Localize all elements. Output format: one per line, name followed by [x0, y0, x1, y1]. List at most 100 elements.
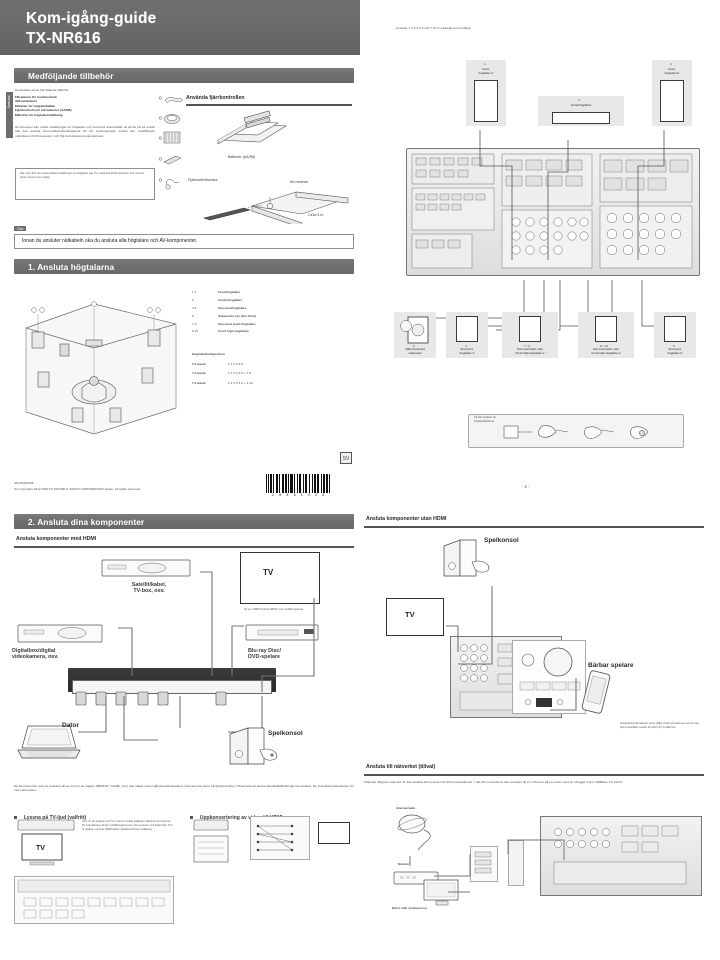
subwoofer-illustration — [400, 316, 430, 344]
legend-marks: 7 8 — [192, 321, 197, 326]
sub-b-header: Uppkonvertering av video till HDMI — [190, 806, 283, 824]
center-speaker-mark: 3 — [578, 98, 580, 102]
accessories-list: FM-antenn för inomhusbruk AM-ramantenn E… — [15, 95, 157, 117]
speaker-diagram-top-note: Ansluter 1 2 3 4 5 6 och 7 för 5.1-kanal… — [396, 26, 472, 30]
sub-a-note: Obs: Är du ansluten av TV:n med en vanli… — [82, 820, 174, 831]
section-accessories-title: Medföljande tillbehör — [28, 70, 114, 81]
satellite-box-illustration — [100, 556, 192, 580]
legend-marks: 6 — [192, 313, 194, 318]
internet-cloud-illustration — [392, 812, 452, 852]
legend-label: Centerhögtalare — [218, 297, 243, 302]
tv-label-nohdmi: TV — [405, 610, 415, 619]
remote-battery-illustration — [200, 110, 310, 152]
satellite-label: Satellit/kabel, TV-box, osv. — [131, 582, 167, 594]
config-value: 1 2 3 4 5 6 — [228, 362, 243, 366]
surround-back-left-mark: 7 / 9 — [524, 344, 531, 348]
svg-text:TV: TV — [36, 845, 45, 852]
pc-illustration — [16, 722, 82, 762]
legend-marks: 1 2 — [192, 290, 197, 294]
accessories-note-text: När man utför den automatiska inställnin… — [20, 172, 145, 179]
surround-back-right-mark: 8 / 10 — [600, 344, 608, 348]
portable-player-label: Bärbar spelare — [588, 662, 634, 669]
title-line-1: Kom-igång-guide — [26, 10, 157, 27]
config-name: 7.1-kanal — [192, 380, 206, 385]
pc-label: Dator — [62, 722, 79, 729]
remote-receiver-caption: AV-receiver — [290, 180, 309, 184]
surround-left-speaker — [456, 316, 478, 342]
center-speaker-label: Centerhögtalare — [570, 104, 592, 107]
prenote-flag: Obs — [14, 226, 27, 231]
section-step1-bar: 1. Ansluta högtalarna — [14, 259, 354, 274]
accessory-item: AM-ramantenn — [15, 99, 38, 104]
console-illustration-nohdmi — [440, 538, 500, 580]
section-step1-title: 1. Ansluta högtalarna — [28, 261, 115, 272]
portable-player-illustration — [580, 670, 612, 716]
surround-back-right-speaker — [595, 316, 617, 342]
accessories-intro: Kontrollera att du har följande tillbehö… — [15, 88, 70, 92]
portable-player-note: Inkopplarkombinationer varas (bilist vis… — [620, 722, 699, 729]
bluray-label: Blu-ray Disc/ DVD-spelare — [248, 648, 281, 660]
bluray-illustration — [244, 622, 320, 644]
sub-b-illustration — [190, 818, 246, 868]
hdmi-heading-rule — [14, 546, 354, 548]
front-right-speaker-label: Front- högtalare H — [664, 68, 680, 75]
network-heading-rule — [364, 774, 704, 776]
digitalbox-illustration — [16, 622, 104, 646]
doc-copyright: (C) Copyright 2012 ONKYO SOUND & VISION … — [14, 487, 142, 491]
console-label-nohdmi: Spelkonsol — [484, 537, 519, 544]
step1-legend: 1 2 Fronthögtalare 3 Centerhögtalare 4 5… — [192, 290, 354, 337]
config-name: 7.1-kanal — [192, 371, 206, 376]
prenote-box — [14, 234, 354, 249]
sub-a-panel-art — [16, 878, 172, 927]
network-receiver-panel-art — [542, 818, 700, 899]
front-left-speaker-label: Front- högtalare V — [478, 68, 494, 75]
modem-label: Modem — [398, 862, 409, 866]
sub-b-panel-art — [252, 818, 308, 863]
sub-b-panel — [250, 816, 310, 860]
prenote-text: Innan du ansluter nätkabeln ska du anslu… — [22, 238, 198, 244]
sub-a-title: Lyssna på TV-ljud (valfritt) — [23, 815, 87, 821]
config-value: 1 2 3 4 5 6 + 7 8 — [228, 371, 251, 376]
surround-back-left-label: Surround back- eller Front high-högtalar… — [515, 348, 545, 355]
network-heading: Ansluta till nätverket (tillval) — [366, 764, 436, 770]
barcode-digits: 2 8 4 6 1 0 2 8 — [272, 493, 327, 497]
surround-right-mark: 5 — [673, 344, 675, 348]
receiver-front-panel-art — [514, 642, 584, 717]
bullet-square-icon — [14, 816, 18, 820]
doc-code: SN-29461028 — [14, 481, 34, 485]
hdmi-plugs — [64, 690, 284, 710]
surround-left-mark: 4 — [465, 344, 467, 348]
remote-range-caption: Cirka 5 m — [308, 213, 324, 217]
network-pc-label: Dator eller medieserver — [392, 906, 428, 910]
network-body: Följande diagram visar hur du kan anslut… — [364, 780, 624, 784]
legend-label: Surroundhögtalare — [218, 305, 247, 310]
accessories-note-box — [15, 168, 155, 200]
section-step2-title: 2. Ansluta dina komponenter — [28, 516, 145, 527]
front-left-speaker-mark: 1 — [484, 62, 486, 66]
legend-marks: 3 — [192, 297, 194, 302]
router-ports — [472, 850, 496, 885]
legend-label: Surround back-högtalare — [218, 321, 256, 326]
speaker-config-table: 5.1-kanal 1 2 3 4 5 6 7.1-kanal 1 2 3 4 … — [192, 362, 354, 385]
legend-label: Subwoofer (en eller flera) — [218, 313, 256, 318]
accessory-item: Etiketter för högtalarkablar — [15, 103, 56, 108]
recycling-icon: SV — [340, 452, 352, 464]
sub-a-illustration: TV — [16, 818, 76, 870]
surround-back-left-speaker — [519, 316, 541, 342]
tv-display-nohdmi — [386, 598, 444, 636]
console-illustration-hdmi — [224, 726, 286, 768]
front-left-speaker — [474, 80, 498, 122]
tv-hdmi-note: Se ev. 'HDMI Control (RIHD)' hos inställ… — [244, 608, 304, 611]
remote-battery-caption: Batterier (AA/R6) — [228, 155, 256, 159]
accessory-item: Mikrofon för högtalarinställning — [15, 112, 63, 117]
accessory-icons — [158, 92, 184, 197]
remote-heading: Använda fjärrkontrollen — [186, 95, 245, 101]
sub-b-title: Uppkonvertering av video till HDMI — [199, 815, 283, 821]
network-pc-illustration — [420, 878, 466, 908]
header-band — [0, 0, 360, 55]
remote-sensor-caption: Fjärrkontrollsensor — [188, 178, 218, 182]
config-value: 1 2 3 4 5 6 + 9 10 — [228, 380, 253, 385]
hdmi-heading: Ansluta komponenter med HDMI — [16, 536, 97, 542]
remote-heading-rule — [186, 104, 352, 106]
